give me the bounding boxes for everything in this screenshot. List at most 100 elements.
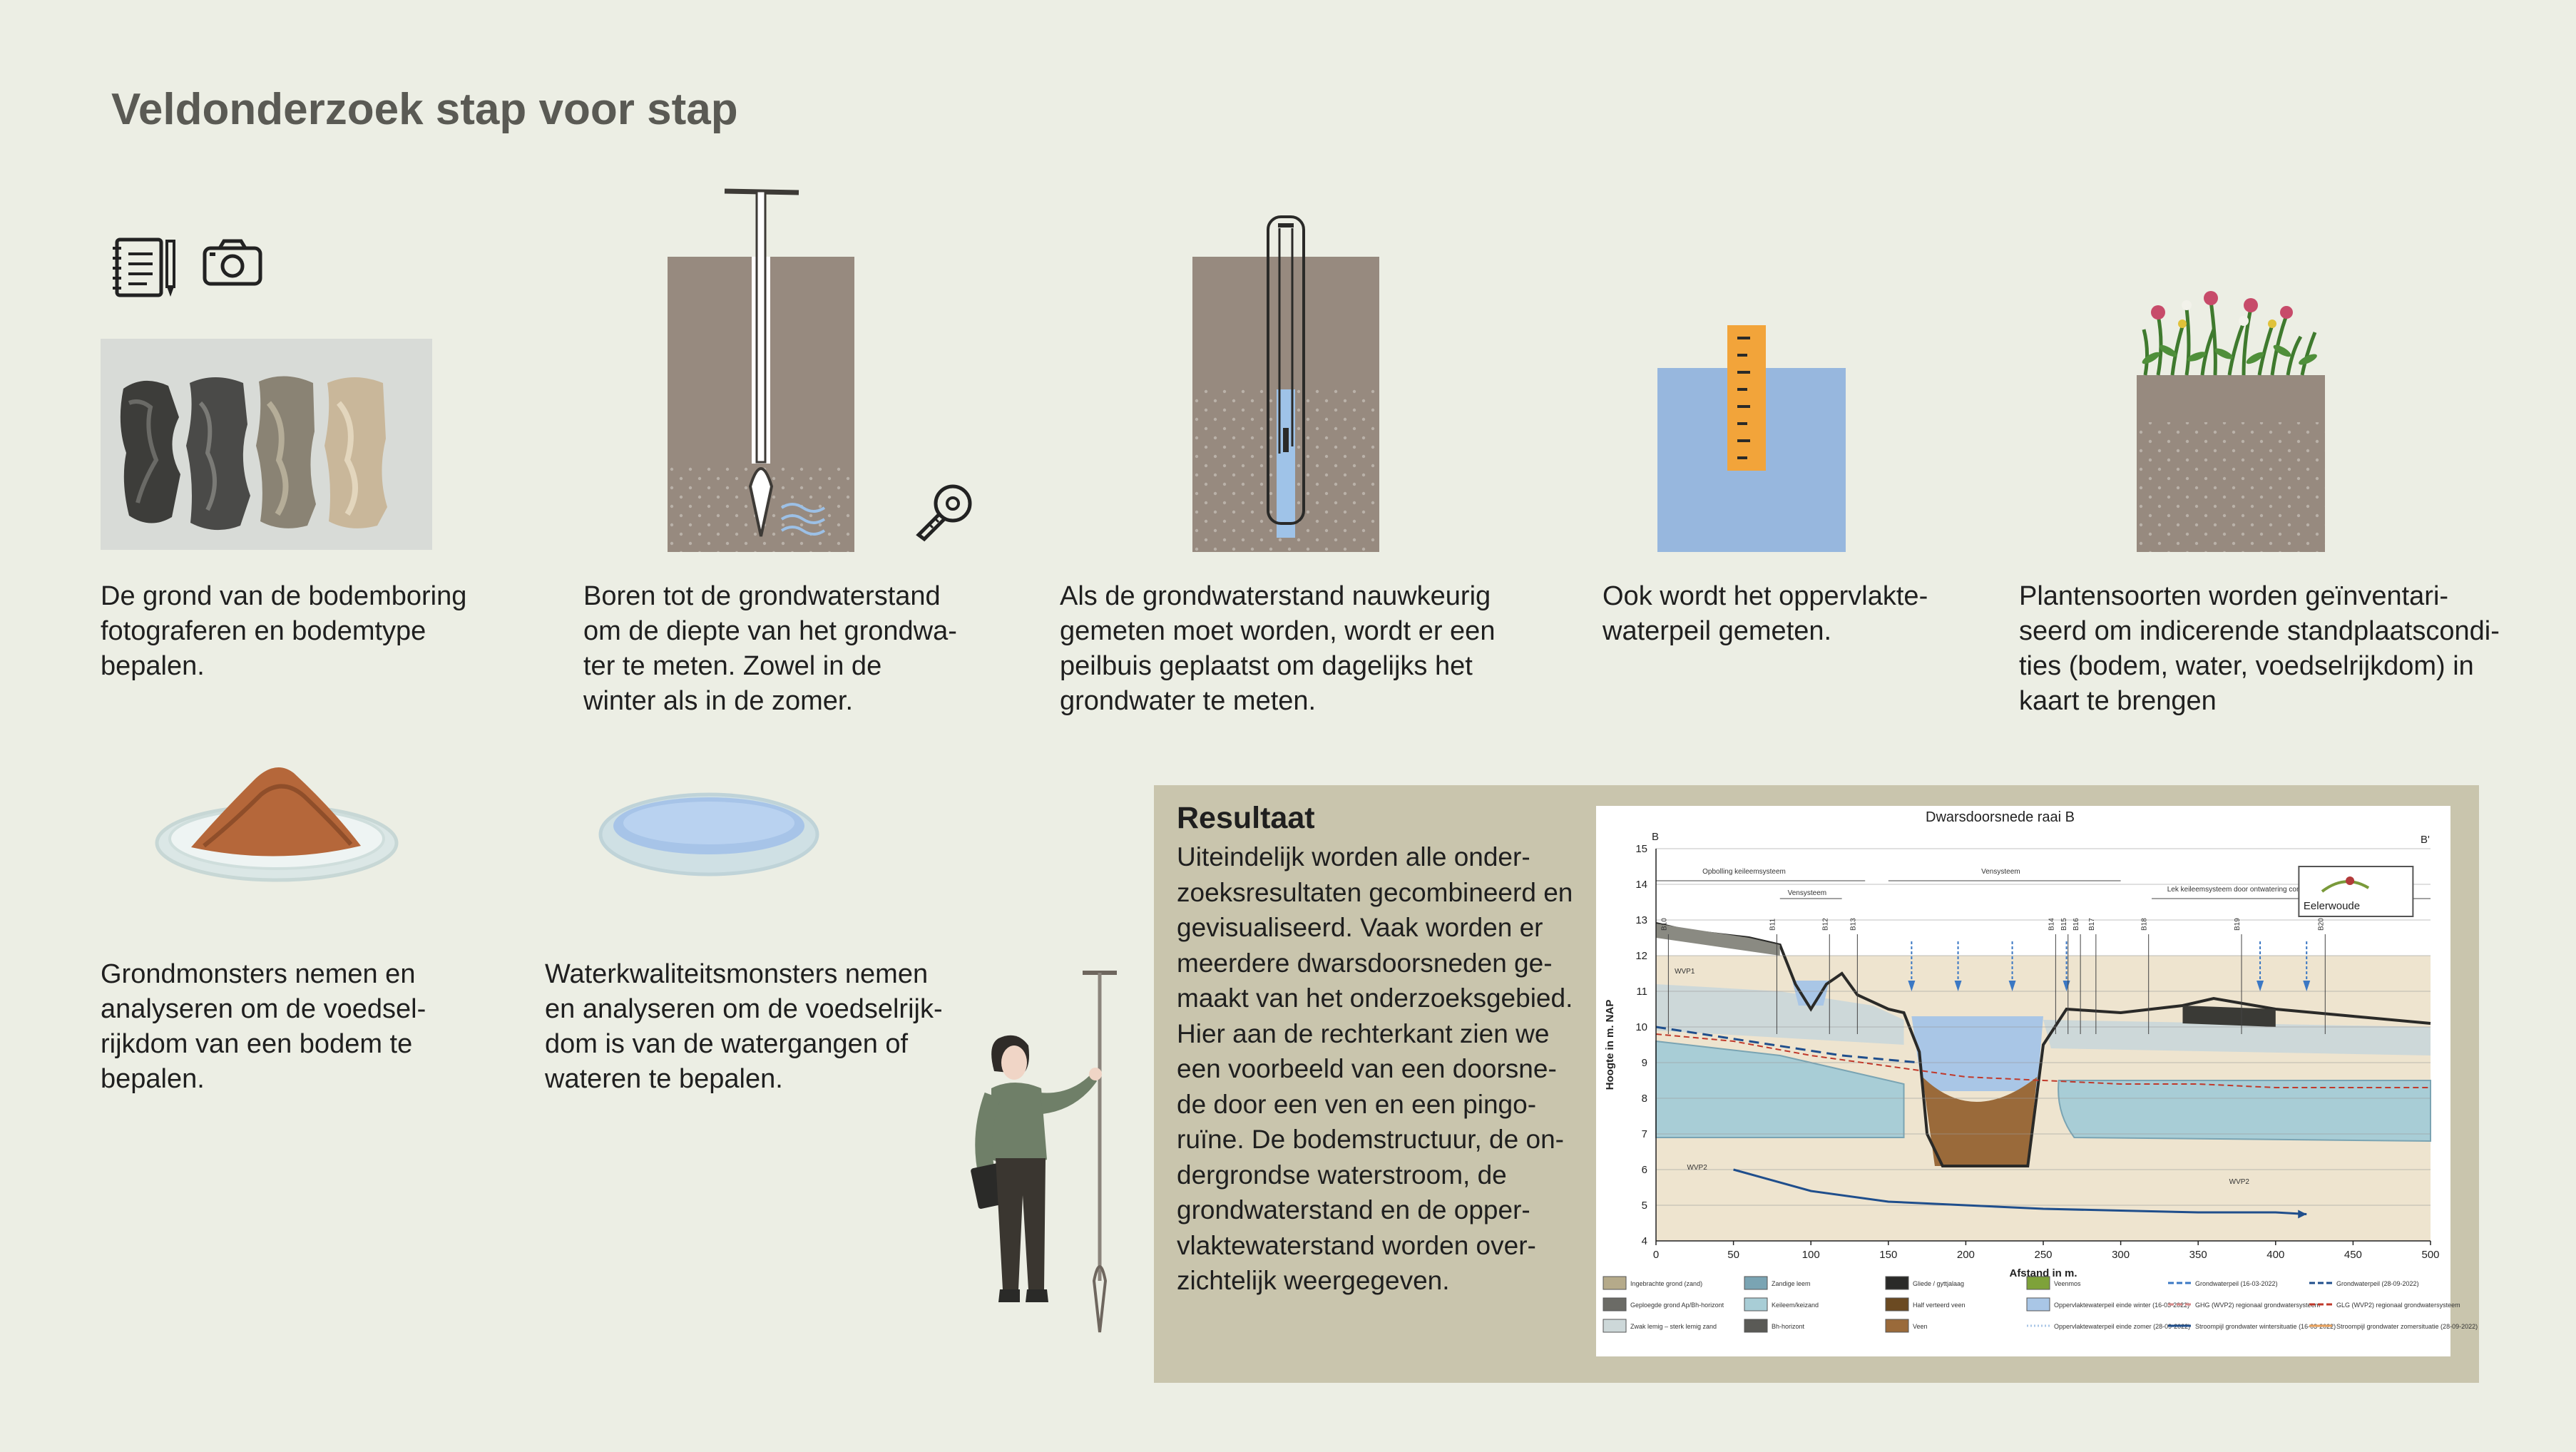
notebook-icon	[113, 237, 175, 297]
result-heading: Resultaat	[1177, 801, 1315, 835]
infiltration-arrowhead	[2256, 981, 2264, 991]
y-tick-label: 11	[1636, 986, 1647, 998]
boring-label: B17	[2088, 918, 2096, 931]
eelerwoude-logo	[2298, 866, 2414, 917]
x-tick-label: 450	[2344, 1249, 2362, 1261]
legend-swatch	[1603, 1297, 1627, 1312]
legend-label: Grondwaterpeil (28-09-2022)	[2336, 1280, 2419, 1287]
y-tick-label: 5	[1642, 1200, 1647, 1212]
chart-title: Dwarsdoorsnede raai B	[1926, 809, 2075, 825]
infiltration-arrowhead	[1954, 981, 1962, 991]
legend-label: Zwak lemig – sterk lemig zand	[1630, 1323, 1717, 1330]
y-tick-label: 12	[1635, 950, 1647, 962]
legend-swatch	[1885, 1319, 1909, 1333]
legend-label: Keileem/keizand	[1772, 1302, 1819, 1309]
boring-label: B15	[2060, 918, 2068, 931]
water-sample-dish	[598, 792, 819, 876]
boring-label: B13	[1849, 918, 1857, 931]
peat-layer	[1922, 1077, 2038, 1166]
boring-label: B19	[2234, 918, 2242, 931]
legend-label: Geploegde grond Ap/Bh-horizont	[1630, 1302, 1724, 1309]
x-tick-label: 0	[1653, 1249, 1659, 1261]
x-axis-label: Afstand in m.	[2009, 1267, 2077, 1279]
corner-left-label: B	[1652, 831, 1659, 843]
legend-label: Veen	[1913, 1323, 1928, 1330]
loam-right	[2043, 1020, 2431, 1055]
legend-label: Gliede / gyttjalaag	[1913, 1280, 1964, 1287]
page-title: Veldonderzoek stap voor stap	[111, 85, 738, 134]
legend-swatch	[2026, 1276, 2050, 1290]
x-tick-label: 350	[2189, 1249, 2207, 1261]
boring-label: B11	[1769, 919, 1777, 931]
result-text: Uiteindelijk worden alle onder-zoeksresu…	[1177, 842, 1573, 1295]
regional-flow-line	[1733, 1168, 2307, 1215]
vegetation-soil-profile	[2137, 291, 2325, 552]
infiltration-arrowhead	[1908, 981, 1916, 991]
loam-left	[1656, 984, 1904, 1045]
piezometer-soil-profile	[1192, 215, 1379, 552]
aquifer-right	[2058, 1080, 2431, 1142]
step-5-caption: Plantensoorten worden geïnventari-seerd …	[2019, 581, 2500, 716]
legend-label: Oppervlaktewaterpeil einde zomer (28-09-…	[2054, 1323, 2190, 1330]
legend-label: Oppervlaktewaterpeil einde winter (16-03…	[2054, 1302, 2189, 1309]
chart-annotation: WVP2	[2229, 1178, 2250, 1186]
chart-annotation: WVP2	[1687, 1164, 1707, 1172]
legend-label: Half verteerd veen	[1913, 1302, 1966, 1309]
y-tick-label: 8	[1642, 1093, 1647, 1105]
auger-soil-profile	[668, 188, 854, 552]
boring-label: B10	[1660, 918, 1668, 931]
corner-right-label: B'	[2421, 834, 2430, 846]
y-tick-label: 14	[1635, 879, 1647, 891]
legend-label: Stroompijl grondwater zomersituatie (28-…	[2336, 1323, 2478, 1330]
y-tick-label: 10	[1635, 1021, 1647, 1033]
pond-water	[1911, 1016, 2043, 1091]
chart-annotation: WVP1	[1675, 968, 1695, 976]
legend-label: Stroompijl grondwater wintersituatie (16…	[2195, 1323, 2336, 1330]
soil-sample-dish	[155, 767, 399, 882]
soil-samples-photo	[101, 339, 432, 550]
legend-label: Veenmos	[2054, 1280, 2081, 1287]
infiltration-arrowhead	[2303, 981, 2311, 991]
flow-arrowhead	[2298, 1210, 2307, 1219]
y-tick-label: 7	[1642, 1128, 1647, 1140]
y-tick-label: 15	[1635, 843, 1647, 855]
x-tick-label: 100	[1802, 1249, 1820, 1261]
x-tick-label: 300	[2112, 1249, 2130, 1261]
topsoil-right	[2182, 1006, 2276, 1027]
x-tick-label: 500	[2421, 1249, 2439, 1261]
logo-dot	[2346, 876, 2355, 885]
legend-swatch	[1744, 1276, 1768, 1290]
winter-groundwater-line	[1655, 1026, 1920, 1064]
legend-swatch	[1744, 1319, 1768, 1333]
y-tick-label: 13	[1635, 914, 1647, 926]
measuring-tape-icon	[916, 484, 972, 542]
surface-water-gauge	[1657, 325, 1846, 552]
legend-swatch	[1603, 1319, 1627, 1333]
boring-label: B12	[1821, 918, 1829, 931]
legend-swatch	[1603, 1276, 1627, 1290]
camera-icon	[203, 239, 262, 286]
legend-swatch	[1744, 1297, 1768, 1312]
legend-label: GHG (WVP2) regionaal grondwatersysteem	[2195, 1302, 2320, 1309]
boring-label: B14	[2048, 918, 2055, 931]
chart-annotation: Opbolling keileemsysteem	[1702, 868, 1786, 876]
boring-label: B20	[2317, 918, 2325, 931]
small-pond-water	[1792, 981, 1830, 1006]
infiltration-arrowhead	[2008, 981, 2016, 991]
surface-line	[1655, 922, 2431, 1167]
x-tick-label: 50	[1727, 1249, 1739, 1261]
chart-annotation: Vensysteem	[1788, 889, 1826, 897]
y-tick-label: 6	[1642, 1164, 1647, 1176]
legend-label: Grondwaterpeil (16-03-2022)	[2195, 1280, 2278, 1287]
legend-label: Bh-horizont	[1772, 1323, 1805, 1330]
groundwater-line	[1655, 1033, 2431, 1088]
chart-annotation: Lek keileemsysteem door ontwatering cont…	[2167, 886, 2310, 894]
y-tick-label: 4	[1642, 1235, 1647, 1247]
legend-swatch	[1885, 1297, 1909, 1312]
